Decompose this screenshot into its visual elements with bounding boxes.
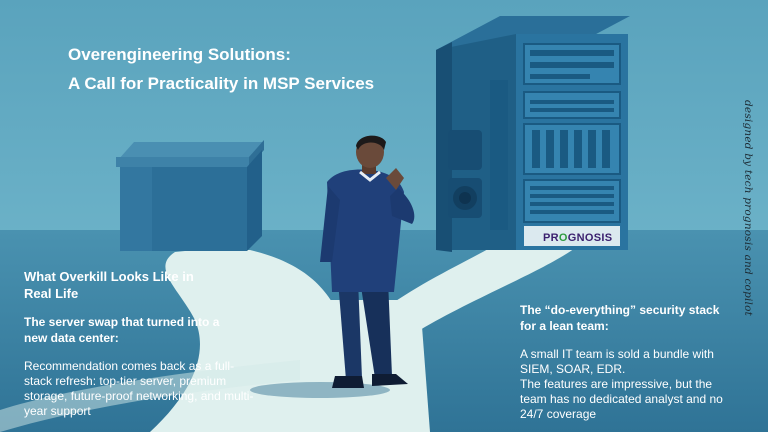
left-body-text: Recommendation comes back as a full-stac… [24, 359, 254, 418]
small-box [116, 140, 264, 251]
right-body-line-1: A small IT team is sold a bundle with SI… [520, 347, 714, 376]
right-body-text: A small IT team is sold a bundle with SI… [520, 347, 740, 422]
server-tower [436, 16, 630, 252]
logo-o: O [558, 232, 568, 244]
man-shadow [250, 382, 390, 398]
right-subheading: The “do-everything” security stack for a… [520, 303, 720, 333]
man-figure [320, 135, 415, 388]
designer-credit: designed by tech prognosis and copilot [742, 100, 758, 400]
left-section-heading: What Overkill Looks Like in Real Life [24, 269, 194, 301]
credit-text: designed by tech prognosis and copilot [742, 100, 754, 317]
title-line-1: Overengineering Solutions: [68, 45, 291, 64]
logo-part-2: GNOSIS [567, 232, 613, 244]
logo-part-1: PR [543, 232, 559, 244]
page-title: Overengineering Solutions: A Call for Pr… [68, 40, 374, 98]
title-line-2: A Call for Practicality in MSP Services [68, 74, 375, 93]
right-body-line-2: The features are impressive, but the tea… [520, 377, 723, 421]
prognosis-logo: PROGNOSIS [543, 232, 612, 244]
left-subheading: The server swap that turned into a new d… [24, 315, 220, 345]
path-lower-left-strip [0, 360, 300, 432]
